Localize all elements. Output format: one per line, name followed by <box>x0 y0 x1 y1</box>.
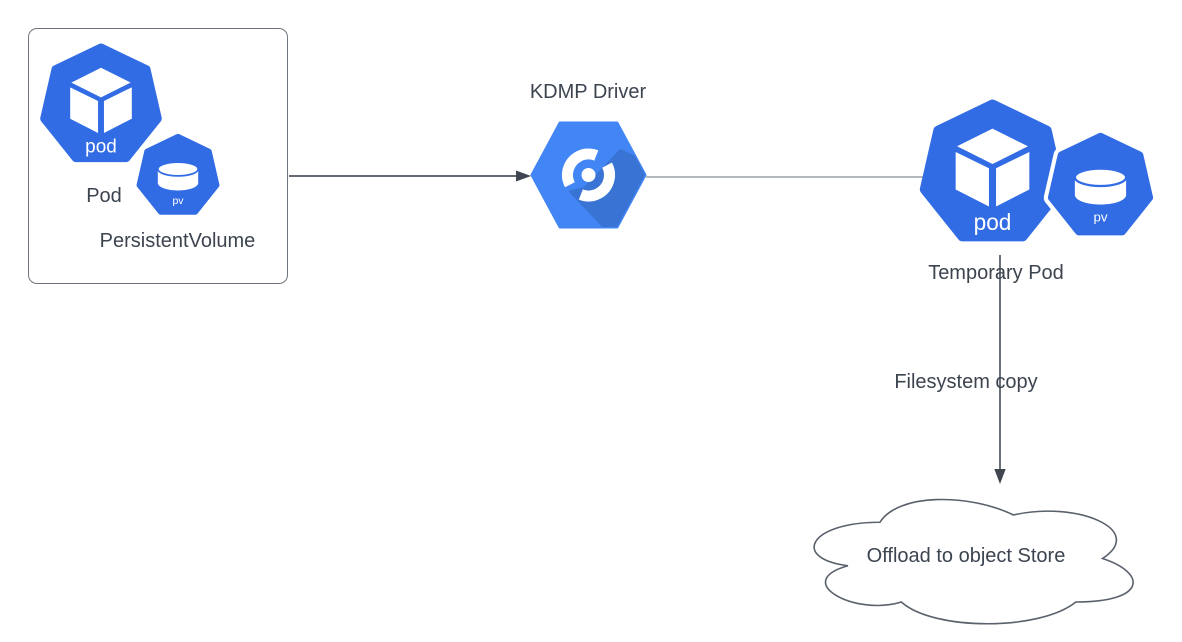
pv-badge-label: pv <box>1093 209 1107 224</box>
pod-badge-label: pod <box>85 137 117 158</box>
kdmp-driver-hexagon-icon[interactable] <box>530 121 647 229</box>
filesystem-copy-label[interactable]: Filesystem copy <box>894 371 1038 393</box>
pod-icon[interactable]: pod <box>37 38 165 171</box>
pod-label[interactable]: Pod <box>86 185 122 207</box>
arrowhead-right-icon <box>516 170 531 182</box>
arrow-source-to-kdmp[interactable] <box>289 170 531 182</box>
persistent-volume-icon[interactable]: pv <box>131 127 225 224</box>
arrowhead-down-icon <box>994 469 1006 484</box>
kdmp-driver-label[interactable]: KDMP Driver <box>529 81 647 103</box>
arrow-temporary-pod-to-cloud[interactable] <box>994 255 1006 484</box>
cloud-outline <box>813 498 1134 625</box>
pod-badge-label: pod <box>974 209 1012 235</box>
cloud-shape[interactable] <box>789 484 1149 633</box>
temporary-pod-icon[interactable]: pod <box>916 93 1069 252</box>
pv-badge-label: pv <box>172 195 184 207</box>
offload-object-store-label[interactable]: Offload to object Store <box>866 545 1066 567</box>
temporary-pod-label[interactable]: Temporary Pod <box>928 262 1064 284</box>
temporary-pv-icon[interactable]: pv <box>1041 124 1160 247</box>
persistent-volume-label[interactable]: PersistentVolume <box>99 230 256 252</box>
